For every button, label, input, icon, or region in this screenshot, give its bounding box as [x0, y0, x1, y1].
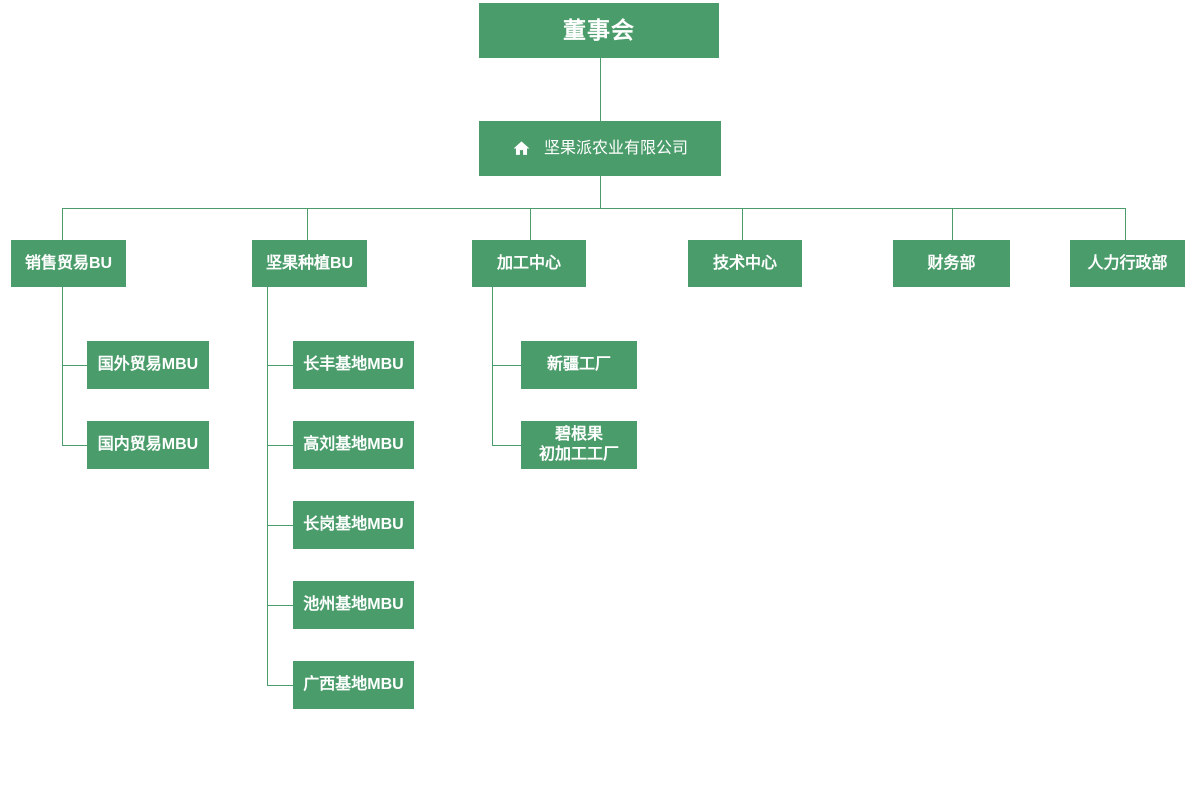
org-node-label: 董事会	[563, 16, 635, 43]
org-node-foreign-trade-mbu: 国外贸易MBU	[87, 341, 209, 389]
connector-line	[62, 445, 87, 446]
org-node-domestic-trade-mbu: 国内贸易MBU	[87, 421, 209, 469]
org-node-sales-bu: 销售贸易BU	[11, 240, 126, 287]
org-node-label: 高刘基地MBU	[303, 436, 404, 454]
org-node-gaoliu-base-mbu: 高刘基地MBU	[293, 421, 414, 469]
org-node-pecan-primary-processing-factory: 碧根果 初加工工厂	[521, 421, 637, 469]
connector-line	[600, 176, 601, 208]
connector-line	[742, 208, 743, 240]
connector-line	[267, 685, 293, 686]
connector-line	[492, 287, 493, 445]
org-node-board: 董事会	[479, 3, 719, 58]
org-node-chizhou-base-mbu: 池州基地MBU	[293, 581, 414, 629]
org-node-changfeng-base-mbu: 长丰基地MBU	[293, 341, 414, 389]
home-icon	[512, 139, 531, 158]
org-node-changgang-base-mbu: 长岗基地MBU	[293, 501, 414, 549]
org-node-label: 长丰基地MBU	[303, 356, 404, 374]
org-node-label: 坚果种植BU	[265, 254, 354, 272]
org-node-label: 国外贸易MBU	[97, 356, 199, 374]
connector-line	[267, 287, 268, 685]
org-node-label: 人力行政部	[1087, 254, 1168, 272]
org-node-label: 技术中心	[712, 254, 777, 272]
org-node-label: 销售贸易BU	[24, 254, 113, 272]
org-node-hr-admin-dept: 人力行政部	[1070, 240, 1185, 287]
connector-line	[1125, 208, 1126, 240]
org-node-tech-center: 技术中心	[688, 240, 802, 287]
org-node-label: 坚果派农业有限公司	[543, 139, 688, 157]
connector-line	[267, 445, 293, 446]
org-node-label: 财务部	[927, 254, 976, 272]
org-node-guangxi-base-mbu: 广西基地MBU	[293, 661, 414, 709]
connector-line	[530, 208, 531, 240]
connector-line	[952, 208, 953, 240]
org-node-label: 加工中心	[496, 254, 561, 272]
connector-line	[62, 208, 63, 240]
connector-line	[492, 365, 521, 366]
org-node-label: 碧根果 初加工工厂	[538, 426, 619, 463]
org-node-label: 广西基地MBU	[303, 676, 404, 694]
connector-line	[600, 58, 601, 121]
connector-line	[267, 525, 293, 526]
org-node-company: 坚果派农业有限公司	[479, 121, 721, 176]
connector-line	[307, 208, 308, 240]
connector-line	[62, 208, 1126, 209]
org-node-label: 新疆工厂	[546, 356, 611, 374]
org-node-finance-dept: 财务部	[893, 240, 1010, 287]
org-node-processing-center: 加工中心	[472, 240, 586, 287]
org-node-label: 长岗基地MBU	[303, 516, 404, 534]
org-node-label: 池州基地MBU	[303, 596, 404, 614]
org-node-planting-bu: 坚果种植BU	[252, 240, 367, 287]
org-node-label: 国内贸易MBU	[97, 436, 199, 454]
connector-line	[62, 287, 63, 445]
connector-line	[62, 365, 87, 366]
connector-line	[267, 605, 293, 606]
connector-line	[492, 445, 521, 446]
connector-line	[267, 365, 293, 366]
org-node-xinjiang-factory: 新疆工厂	[521, 341, 637, 389]
